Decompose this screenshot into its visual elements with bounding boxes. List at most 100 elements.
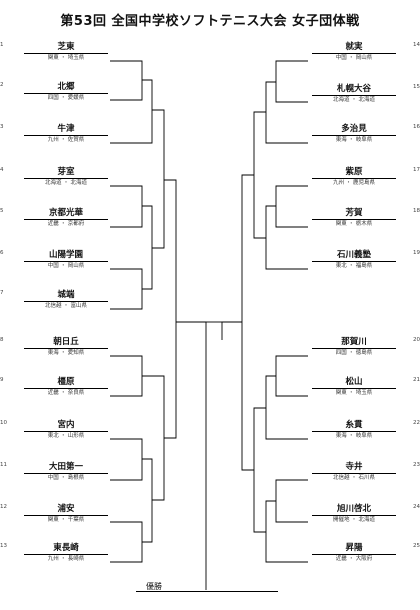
team-name: 城端 xyxy=(57,290,75,300)
team-underline xyxy=(24,135,108,136)
bracket-line-18 xyxy=(265,205,308,270)
team-underline xyxy=(24,93,108,94)
team-name: 牛津 xyxy=(57,124,75,134)
team-name: 京都光華 xyxy=(48,208,83,218)
bracket-line-10 xyxy=(110,521,143,563)
team-region: 東海 ・ 岐阜県 xyxy=(335,433,373,439)
bracket-line-26 xyxy=(221,321,242,340)
team-underline xyxy=(312,515,396,516)
team-region: 開催地 ・ 北海道 xyxy=(333,517,375,523)
winner-label: 優勝 xyxy=(146,582,162,591)
left-team-5: 5 京都光華近畿 ・ 京都府 xyxy=(0,208,112,229)
team-region: 中国 ・ 島根県 xyxy=(47,475,85,481)
team-underline xyxy=(24,515,108,516)
team-name: 那賀川 xyxy=(341,337,367,347)
seed-number: 25 xyxy=(413,543,420,549)
team-name: 北郷 xyxy=(57,82,75,92)
team-name: 旭川啓北 xyxy=(336,504,371,514)
team-region: 北信越 ・ 富山県 xyxy=(45,303,87,309)
right-team-9: 22 糸貫東海 ・ 岐阜県 xyxy=(308,420,420,441)
bracket-line-11 xyxy=(142,458,153,543)
seed-number: 1 xyxy=(0,42,4,48)
team-name: 松山 xyxy=(345,377,363,387)
team-underline xyxy=(24,431,108,432)
team-region: 近畿 ・ 京都府 xyxy=(47,221,85,227)
team-name: 浦安 xyxy=(57,504,75,514)
seed-number: 13 xyxy=(0,543,7,549)
bracket-line-2 xyxy=(110,79,153,144)
seed-number: 4 xyxy=(0,167,4,173)
team-region: 関東 ・ 埼玉県 xyxy=(335,390,373,396)
team-region: 関東 ・ 栃木県 xyxy=(335,221,373,227)
team-name: 東長崎 xyxy=(53,543,79,553)
bracket-line-22 xyxy=(275,479,308,523)
bracket-line-25 xyxy=(241,174,254,471)
team-underline xyxy=(312,348,396,349)
bracket-line-12 xyxy=(142,375,165,501)
team-region: 東海 ・ 岐阜県 xyxy=(335,137,373,143)
bracket-line-5 xyxy=(142,205,153,290)
team-underline xyxy=(24,301,108,302)
team-region: 北海道 ・ 北海道 xyxy=(333,97,375,103)
team-name: 就実 xyxy=(345,42,363,52)
bracket-line-24 xyxy=(253,407,266,533)
team-underline xyxy=(24,554,108,555)
team-region: 北信越 ・ 石川県 xyxy=(333,475,375,481)
team-region: 東海 ・ 愛知県 xyxy=(47,350,85,356)
team-underline xyxy=(312,135,396,136)
team-underline xyxy=(24,219,108,220)
bracket-line-3 xyxy=(110,185,143,228)
team-region: 東北 ・ 福島県 xyxy=(335,263,373,269)
team-name: 芝東 xyxy=(57,42,75,52)
seed-number: 22 xyxy=(413,420,420,426)
page-title: 第53回 全国中学校ソフトテニス大会 女子団体戦 xyxy=(60,14,360,29)
team-underline xyxy=(24,53,108,54)
seed-number: 9 xyxy=(0,377,4,383)
seed-number: 23 xyxy=(413,462,420,468)
team-underline xyxy=(24,261,108,262)
seed-number: 20 xyxy=(413,337,420,343)
bracket-line-13 xyxy=(164,179,177,439)
bracket-line-8 xyxy=(110,438,143,481)
team-underline xyxy=(24,348,108,349)
right-team-8: 21 松山関東 ・ 埼玉県 xyxy=(308,377,420,398)
bracket-line-19 xyxy=(253,111,266,239)
seed-number: 6 xyxy=(0,250,4,256)
team-region: 関東 ・ 埼玉県 xyxy=(47,55,85,61)
team-underline xyxy=(312,473,396,474)
left-team-13: 13 東長崎九州 ・ 長崎県 xyxy=(0,543,112,564)
team-region: 四国 ・ 愛媛県 xyxy=(47,95,85,101)
team-region: 近畿 ・ 大阪府 xyxy=(335,556,373,562)
team-region: 九州 ・ 長崎県 xyxy=(47,556,85,562)
seed-number: 19 xyxy=(413,250,420,256)
right-team-12: 25 昇陽近畿 ・ 大阪府 xyxy=(308,543,420,564)
bracket-line-4 xyxy=(110,268,143,310)
team-name: 芽室 xyxy=(57,167,75,177)
seed-number: 12 xyxy=(0,504,7,510)
team-name: 糸貫 xyxy=(345,420,363,430)
team-name: 昇陽 xyxy=(345,543,363,553)
seed-number: 21 xyxy=(413,377,420,383)
team-underline xyxy=(312,53,396,54)
seed-number: 10 xyxy=(0,420,7,426)
team-name: 朝日丘 xyxy=(53,337,79,347)
seed-number: 15 xyxy=(413,84,420,90)
seed-number: 5 xyxy=(0,208,4,214)
